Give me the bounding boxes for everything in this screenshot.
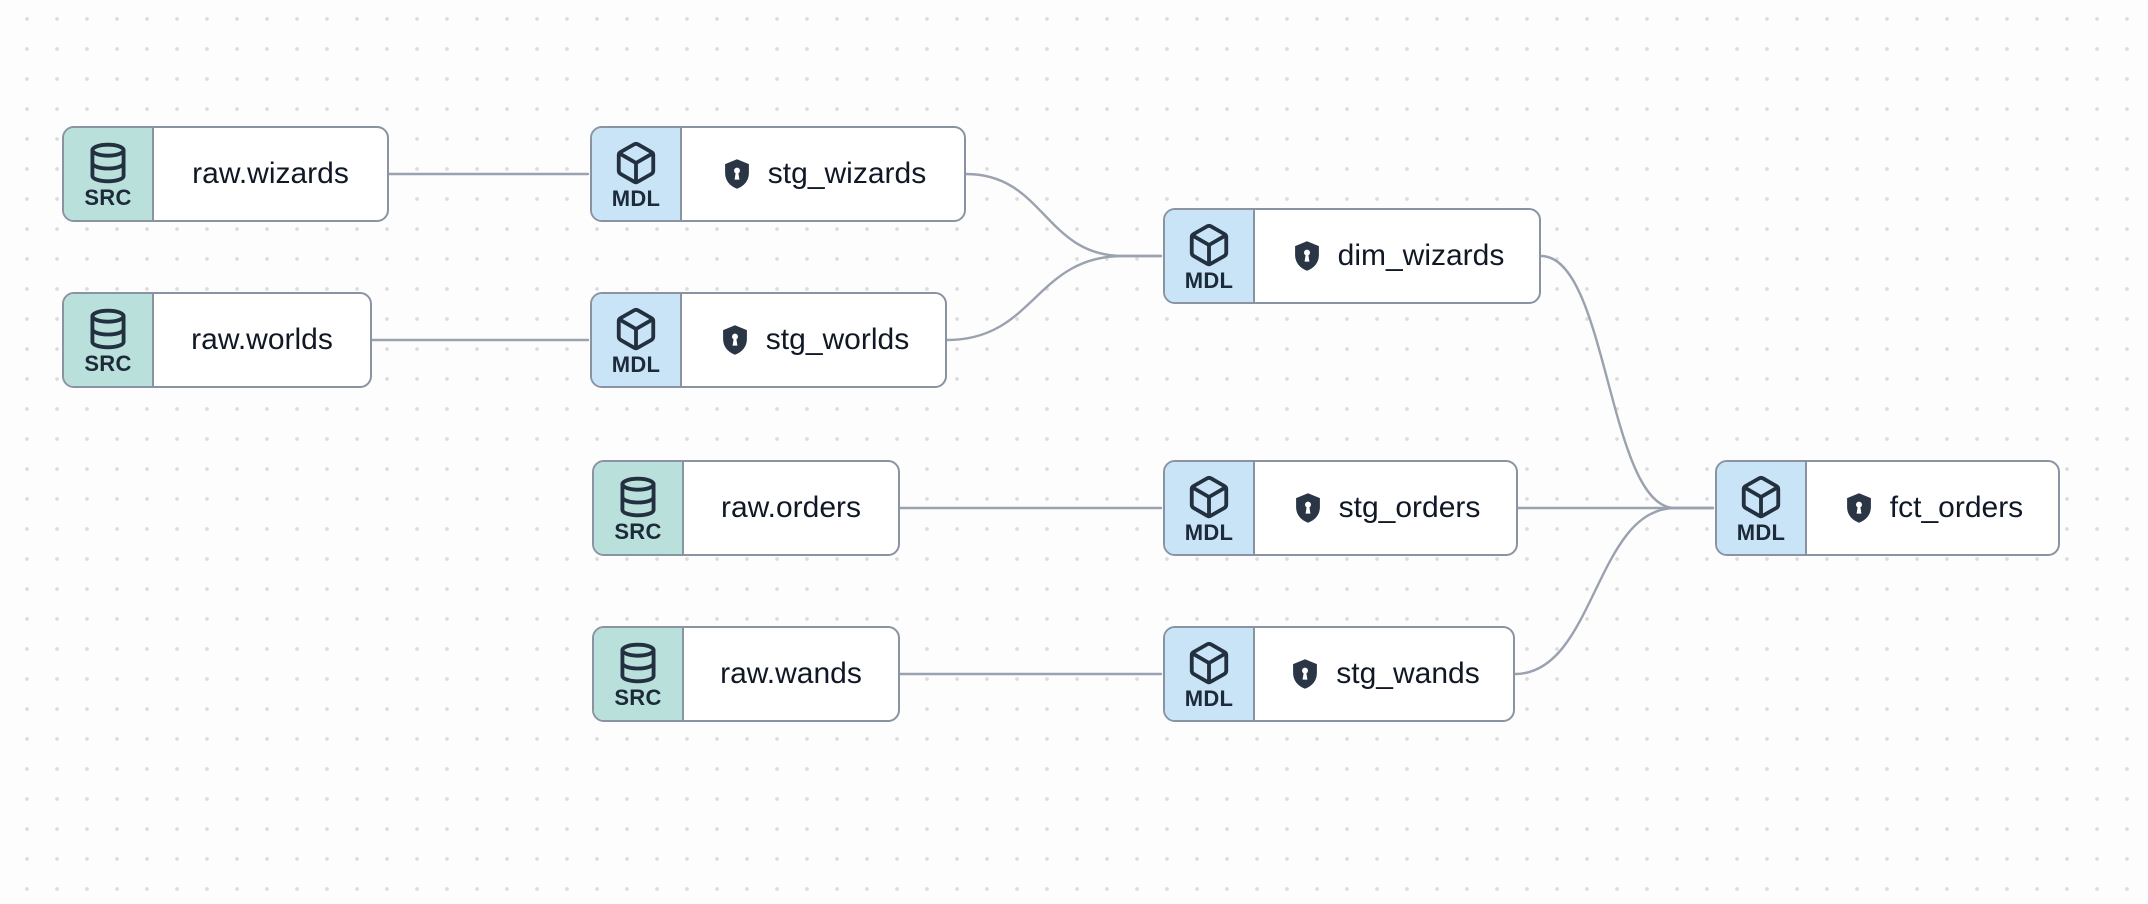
edge-stg-wands-to-fct-orders xyxy=(1513,506,1715,676)
node-type-label: MDL xyxy=(611,186,661,211)
node-type-badge: SRC xyxy=(64,128,154,220)
node-label: raw.wizards xyxy=(192,157,349,190)
node-type-badge: SRC xyxy=(594,628,684,720)
node-label: stg_worlds xyxy=(765,323,910,356)
node-type-badge: MDL xyxy=(592,128,682,220)
node-type-badge: MDL xyxy=(1165,462,1255,554)
edge-dim-wizards-to-fct-orders xyxy=(1539,254,1715,510)
cube-icon xyxy=(613,306,659,352)
shield-lock-icon xyxy=(1842,491,1876,525)
lineage-node-raw-orders[interactable]: SRC raw.orders xyxy=(592,460,900,556)
node-type-label: SRC xyxy=(614,685,662,710)
database-icon xyxy=(86,307,130,351)
node-label: stg_wizards xyxy=(767,157,927,190)
lineage-node-raw-wizards[interactable]: SRC raw.wizards xyxy=(62,126,389,222)
lineage-node-raw-wands[interactable]: SRC raw.wands xyxy=(592,626,900,722)
node-type-label: SRC xyxy=(614,519,662,544)
edge-stg-worlds-to-dim-wizards xyxy=(945,254,1163,342)
lineage-node-dim-wizards[interactable]: MDL dim_wizards xyxy=(1163,208,1541,304)
node-type-badge: MDL xyxy=(1165,628,1255,720)
lineage-node-stg-worlds[interactable]: MDL stg_worlds xyxy=(590,292,947,388)
node-label: stg_orders xyxy=(1338,491,1481,524)
node-type-label: MDL xyxy=(1184,686,1234,711)
lineage-node-stg-wizards[interactable]: MDL stg_wizards xyxy=(590,126,966,222)
lineage-node-raw-worlds[interactable]: SRC raw.worlds xyxy=(62,292,372,388)
shield-lock-icon xyxy=(1288,657,1322,691)
node-body: raw.wizards xyxy=(154,128,387,220)
node-type-label: SRC xyxy=(84,351,132,376)
edge-stg-wizards-to-dim-wizards xyxy=(964,172,1163,258)
node-type-label: SRC xyxy=(84,185,132,210)
shield-lock-icon xyxy=(718,323,752,357)
shield-lock-icon xyxy=(1290,239,1324,273)
node-type-badge: MDL xyxy=(592,294,682,386)
node-body: stg_worlds xyxy=(682,294,945,386)
node-body: stg_wizards xyxy=(682,128,964,220)
node-type-label: MDL xyxy=(1736,520,1786,545)
lineage-node-stg-wands[interactable]: MDL stg_wands xyxy=(1163,626,1515,722)
node-label: dim_wizards xyxy=(1337,239,1505,272)
node-body: dim_wizards xyxy=(1255,210,1539,302)
cube-icon xyxy=(1738,474,1784,520)
shield-lock-icon xyxy=(720,157,754,191)
node-label: fct_orders xyxy=(1889,491,2024,524)
node-type-label: MDL xyxy=(1184,520,1234,545)
cube-icon xyxy=(1186,640,1232,686)
node-type-badge: SRC xyxy=(594,462,684,554)
node-label: raw.worlds xyxy=(191,323,333,356)
node-body: fct_orders xyxy=(1807,462,2058,554)
node-body: raw.worlds xyxy=(154,294,370,386)
node-type-label: MDL xyxy=(1184,268,1234,293)
cube-icon xyxy=(613,140,659,186)
cube-icon xyxy=(1186,474,1232,520)
node-body: stg_orders xyxy=(1255,462,1516,554)
node-type-badge: MDL xyxy=(1165,210,1255,302)
database-icon xyxy=(616,475,660,519)
database-icon xyxy=(616,641,660,685)
node-type-label: MDL xyxy=(611,352,661,377)
lineage-node-stg-orders[interactable]: MDL stg_orders xyxy=(1163,460,1518,556)
node-body: raw.wands xyxy=(684,628,898,720)
shield-lock-icon xyxy=(1291,491,1325,525)
lineage-node-fct-orders[interactable]: MDL fct_orders xyxy=(1715,460,2060,556)
node-type-badge: SRC xyxy=(64,294,154,386)
cube-icon xyxy=(1186,222,1232,268)
node-label: raw.orders xyxy=(720,491,862,524)
node-type-badge: MDL xyxy=(1717,462,1807,554)
node-label: raw.wands xyxy=(720,657,862,690)
node-body: stg_wands xyxy=(1255,628,1513,720)
node-body: raw.orders xyxy=(684,462,898,554)
database-icon xyxy=(86,141,130,185)
node-label: stg_wands xyxy=(1336,657,1480,690)
